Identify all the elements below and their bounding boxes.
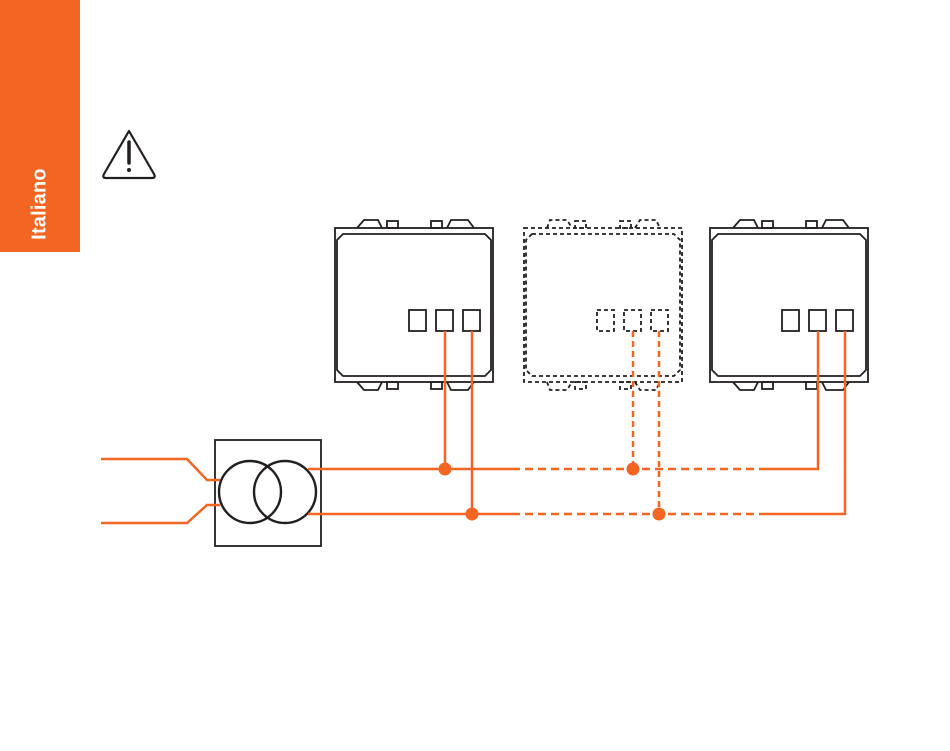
terminal (463, 310, 480, 331)
terminal (436, 310, 453, 331)
terminal (651, 310, 668, 331)
mount-clip (431, 382, 442, 389)
input-wire-2 (101, 505, 220, 523)
mount-clip (733, 220, 758, 228)
mount-clip (822, 220, 849, 228)
mount-clip (575, 221, 586, 228)
junction-dot (439, 463, 452, 476)
mount-clip (431, 221, 442, 228)
terminal (836, 310, 853, 331)
junction-dot (627, 463, 640, 476)
mount-clip (635, 220, 660, 228)
bus-line-1-end (762, 331, 818, 469)
terminal (597, 310, 614, 331)
mount-clip (620, 221, 631, 228)
mount-clip (447, 220, 474, 228)
mount-clip (575, 382, 586, 389)
mount-clip (733, 382, 758, 390)
mount-clip (447, 382, 474, 390)
mount-clip (806, 382, 817, 389)
terminal (409, 310, 426, 331)
mount-clip (547, 220, 572, 228)
warning-triangle-icon (103, 131, 154, 178)
terminal (782, 310, 799, 331)
transformer-symbol-icon (215, 440, 321, 546)
mount-clip (806, 221, 817, 228)
bus-line-2-end (762, 331, 845, 514)
mount-clip (387, 221, 398, 228)
device-left (335, 220, 493, 390)
mount-clip (547, 382, 572, 390)
mount-clip (357, 220, 382, 228)
wiring (101, 331, 845, 523)
mount-clip (357, 382, 382, 390)
mount-clip (762, 221, 773, 228)
mount-clip (620, 382, 631, 389)
mount-clip (762, 382, 773, 389)
terminal (809, 310, 826, 331)
junction-dot (653, 508, 666, 521)
input-wire-1 (101, 459, 220, 480)
mount-clip (387, 382, 398, 389)
terminal (624, 310, 641, 331)
junction-dot (466, 508, 479, 521)
mount-clip (635, 382, 660, 390)
